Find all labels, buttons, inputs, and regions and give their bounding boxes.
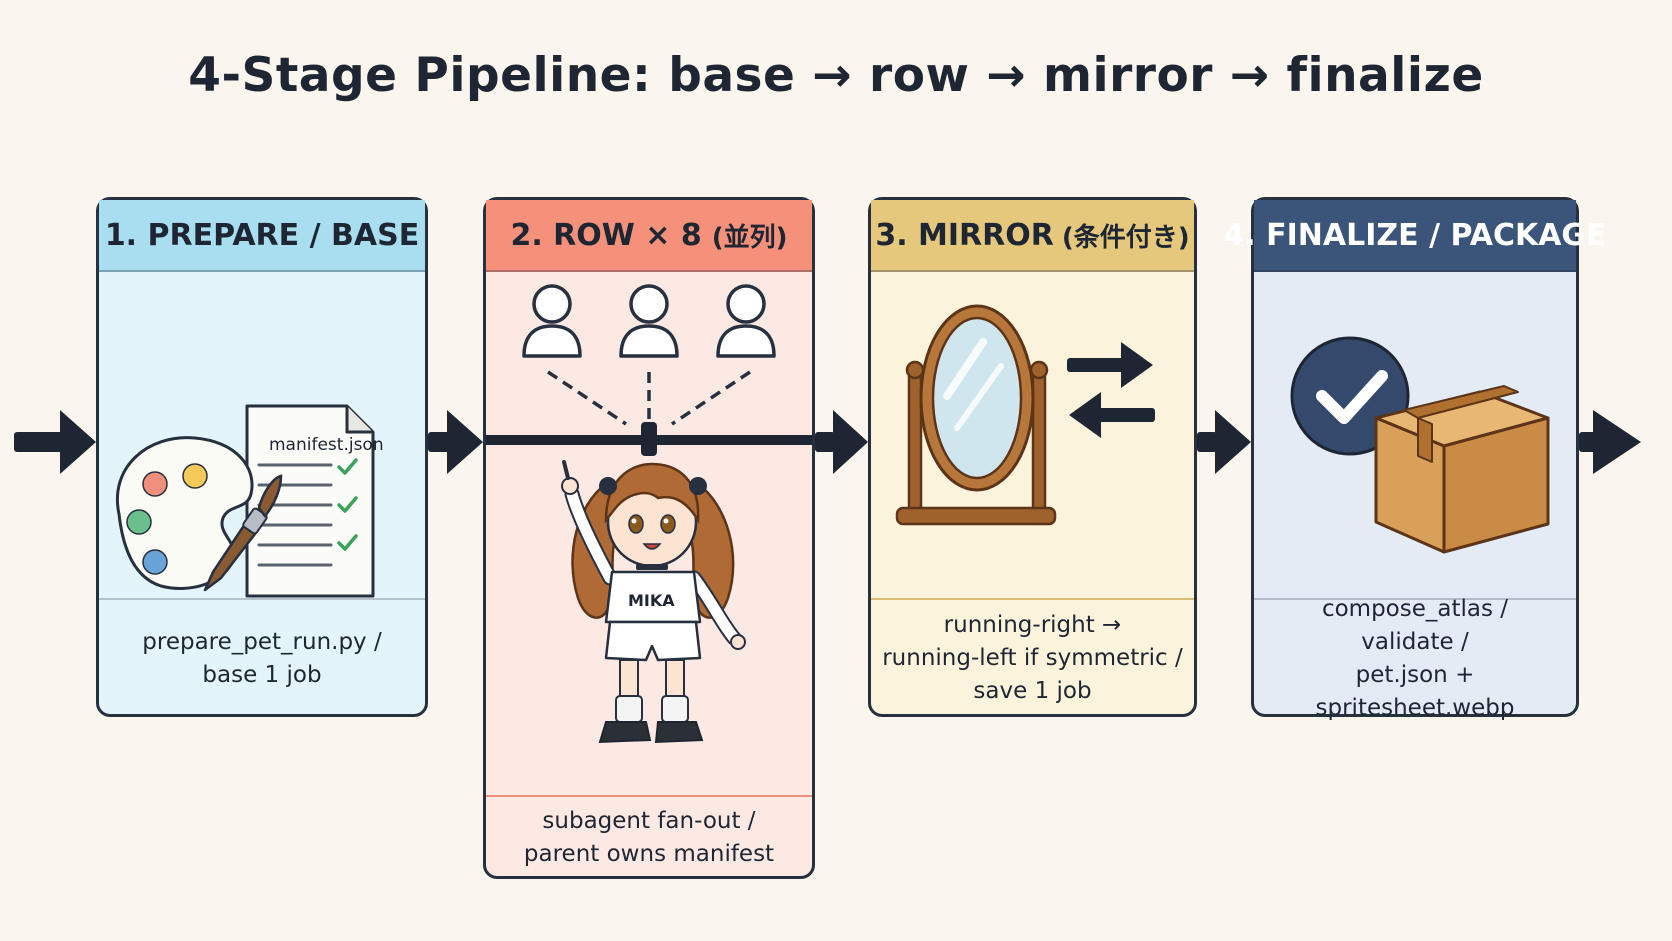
caption-line: validate / [1361, 628, 1469, 655]
mirror-icon [895, 304, 1057, 526]
stage-2-heading: 2. ROW × 8 (並列) [486, 200, 812, 272]
stage-3-caption: running-right → running-left if symmetri… [871, 598, 1194, 717]
stage-1-heading: 1. PREPARE / BASE [99, 200, 425, 272]
arrow-stage-1-to-2 [428, 410, 483, 474]
caption-line: running-left if symmetric / [882, 645, 1183, 671]
stage-2-caption: subagent fan-out / parent owns manifest [486, 795, 812, 879]
stage-2-heading-sub: (並列) [711, 222, 788, 253]
stage-3-heading-main: 3. MIRROR [875, 217, 1054, 253]
pipeline-junction [641, 422, 657, 456]
stage-2-illustration: MIKA [486, 284, 812, 744]
stage-4-illustration [1290, 336, 1550, 554]
stage-3-heading: 3. MIRROR (条件付き) [871, 200, 1194, 272]
caption-line: running-right → [943, 612, 1122, 638]
caption-line: subagent fan-out / [542, 808, 756, 834]
arrow-into-stage-1 [14, 410, 96, 474]
stage-1-card: 1. PREPARE / BASE manifest.json [96, 197, 428, 717]
caption-line: base 1 job [202, 661, 322, 688]
palette-icon [116, 436, 254, 590]
arrow-left-icon [1069, 392, 1155, 438]
stage-1-caption: prepare_pet_run.py / base 1 job [99, 598, 425, 717]
checkmark-icon [337, 458, 358, 551]
stage-3-illustration [895, 304, 1155, 526]
stage-2-heading-main: 2. ROW × 8 [510, 217, 702, 253]
arrow-out-of-stage-4 [1579, 410, 1641, 474]
stage-4-heading: 4. FINALIZE / PACKAGE [1223, 200, 1607, 272]
box-icon [1374, 385, 1550, 554]
character-shirt-text: MIKA [628, 591, 675, 610]
document-label: manifest.json [269, 435, 384, 455]
arrow-stage-3-to-4 [1197, 410, 1251, 474]
brush-icon [203, 474, 283, 592]
arrow-stage-2-to-3 [815, 410, 868, 474]
stage-4-caption: compose_atlas / validate / pet.json + sp… [1254, 596, 1576, 721]
character-illustration: MIKA [561, 460, 746, 744]
arrow-right-icon [1067, 342, 1153, 388]
stage-2-card: 2. ROW × 8 (並列) [483, 197, 815, 879]
stage-1-illustration: manifest.json [116, 404, 384, 598]
fan-out-lines [547, 370, 751, 426]
document-icon [245, 404, 375, 598]
stage-3-card: 3. MIRROR (条件付き) [868, 197, 1197, 717]
caption-line: pet.json + spritesheet.webp [1315, 661, 1515, 721]
caption-line: save 1 job [973, 678, 1092, 704]
caption-line: compose_atlas / [1321, 595, 1509, 622]
person-icon [522, 284, 582, 358]
stage-4-card: 4. FINALIZE / PACKAGE compose_atlas / va… [1223, 197, 1607, 721]
caption-line: prepare_pet_run.py / [142, 628, 382, 655]
caption-line: parent owns manifest [523, 841, 775, 867]
person-icon [619, 284, 679, 358]
person-icon [716, 284, 776, 358]
title: 4-Stage Pipeline: base → row → mirror → … [188, 48, 1484, 103]
stage-3-heading-sub: (条件付き) [1061, 222, 1190, 253]
